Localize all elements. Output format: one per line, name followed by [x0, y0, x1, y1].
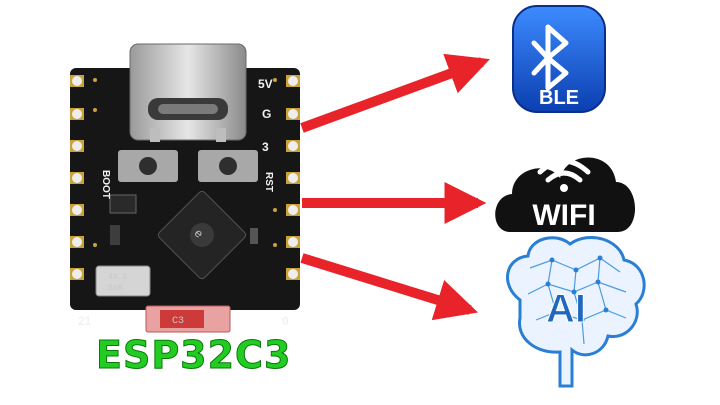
- left-pin-holes: [72, 76, 82, 279]
- pin-label-gnd: G: [262, 107, 271, 121]
- arrow-to-ble: [300, 53, 490, 133]
- arrow-to-ai: [300, 253, 479, 321]
- wifi-badge: WIFI: [495, 157, 636, 232]
- pin-label-rst: RST: [263, 172, 274, 192]
- ble-label: BLE: [539, 87, 579, 109]
- right-pin-holes: [288, 76, 298, 279]
- side-dots: [93, 78, 277, 247]
- reset-button: [198, 150, 258, 182]
- ble-badge: BLE: [512, 5, 606, 113]
- wifi-cloud-icon: [495, 157, 636, 232]
- pin-label-3: 3: [262, 140, 269, 154]
- pin-label-21: 21: [78, 314, 92, 328]
- bluetooth-icon: [531, 24, 569, 91]
- pin-label-5v: 5V: [258, 77, 273, 91]
- pin-label-boot: BOOT: [100, 170, 111, 199]
- ai-badge: AI: [506, 235, 646, 388]
- crystal: 40.0 SAM: [95, 265, 151, 297]
- brain-icon: [506, 235, 646, 388]
- board-name-label: ESP32C3: [95, 333, 292, 378]
- usb-c-connector: [129, 43, 247, 142]
- ai-label: AI: [546, 287, 586, 331]
- svg-text:40.0: 40.0: [108, 273, 127, 282]
- antenna-label: C3: [172, 316, 184, 327]
- esp-chip: e: [157, 190, 247, 280]
- wifi-label: WIFI: [532, 199, 595, 232]
- regulator: [109, 194, 137, 214]
- esp32c3-board: e 40.0 SAM C3 5V G 3 RST BOOT 21 0: [70, 43, 300, 333]
- boot-button: [118, 150, 178, 182]
- pin-label-0: 0: [282, 314, 289, 328]
- brain-nodes: [545, 255, 609, 323]
- arrows: [300, 53, 490, 321]
- wifi-icon: [537, 158, 591, 183]
- svg-text:SAM: SAM: [108, 284, 123, 293]
- antenna: C3: [145, 305, 231, 333]
